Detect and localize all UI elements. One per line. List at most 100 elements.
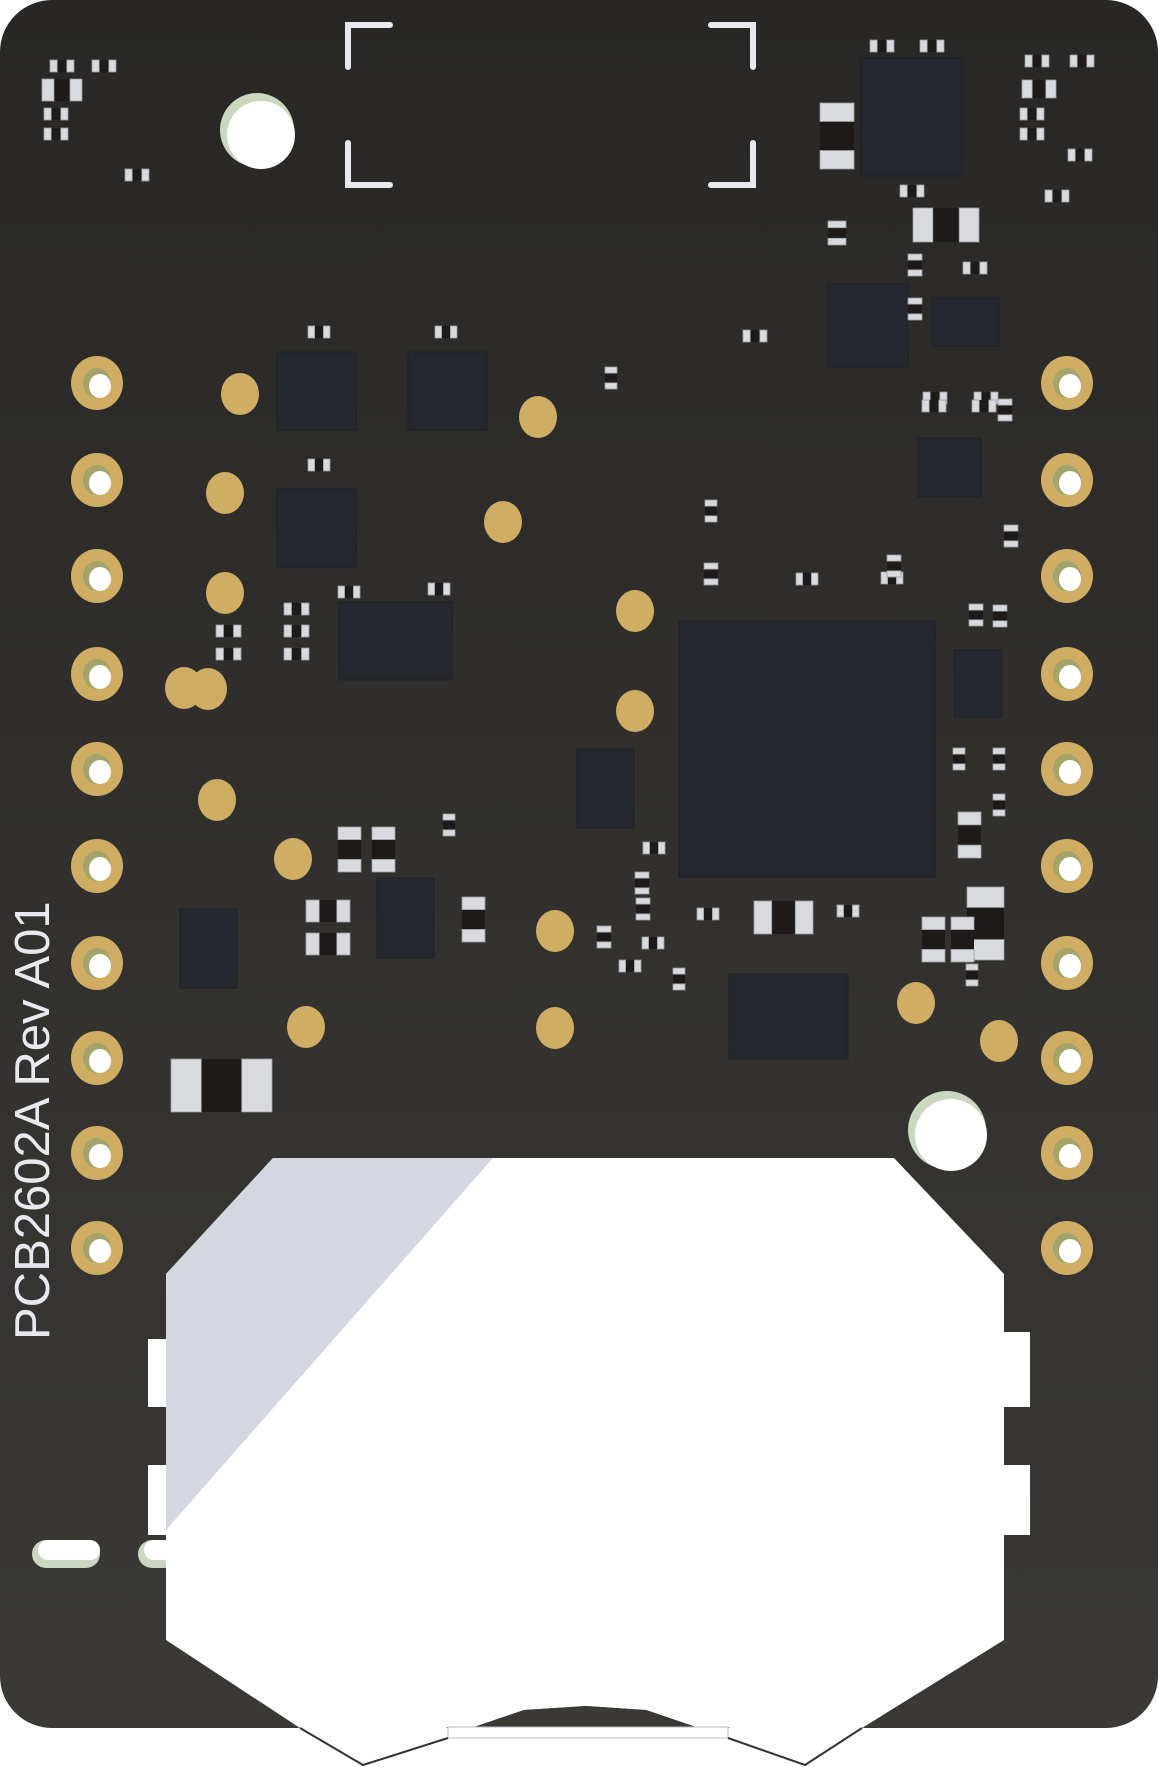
smd-component <box>836 904 860 918</box>
header-pin <box>71 1031 123 1085</box>
shield-reflection <box>166 1158 493 1530</box>
smd-component <box>968 603 984 627</box>
smd-component <box>962 261 988 275</box>
card-slot <box>447 1726 729 1739</box>
header-pin <box>1041 1126 1093 1180</box>
smd-component <box>283 624 310 638</box>
mounting-hole-opening <box>227 101 295 169</box>
test-pad <box>198 779 236 821</box>
smd-component <box>696 907 720 921</box>
header-pin <box>71 1126 123 1180</box>
test-pad <box>221 373 259 415</box>
smd-component <box>596 925 612 949</box>
smd-component <box>819 102 855 170</box>
header-pin <box>71 1221 123 1275</box>
corner-mark <box>708 140 756 188</box>
smd-component <box>1067 148 1093 162</box>
test-pad <box>189 668 227 710</box>
smd-component <box>992 747 1006 771</box>
smd-component <box>753 900 814 935</box>
smd-component <box>997 398 1013 422</box>
smd-component <box>307 325 331 339</box>
test-pad <box>206 472 244 514</box>
test-pad <box>980 1020 1018 1062</box>
ic-chip <box>678 620 936 878</box>
ic-chip <box>728 973 849 1060</box>
ic-chip <box>860 57 963 177</box>
corner-mark <box>345 140 393 188</box>
corner-mark <box>345 22 393 70</box>
smd-component <box>952 747 966 771</box>
smd-component <box>635 897 651 921</box>
header-pin <box>1041 647 1093 701</box>
smd-component <box>642 841 666 855</box>
ic-chip <box>179 908 238 989</box>
smd-component <box>170 1058 273 1113</box>
smd-component <box>215 647 242 661</box>
ic-packages <box>179 57 1003 1060</box>
smd-component <box>427 582 451 596</box>
ic-chip <box>407 351 488 431</box>
smd-component <box>371 826 396 873</box>
sd-card-holder <box>148 1158 1030 1767</box>
header-pin <box>1041 839 1093 893</box>
header-pin <box>71 453 123 507</box>
header-pin <box>71 742 123 796</box>
oval-slot-opening <box>38 1540 100 1560</box>
smd-component <box>461 896 486 943</box>
test-pad <box>484 501 522 543</box>
ic-chip <box>576 748 635 829</box>
test-pad <box>274 838 312 880</box>
header-pin <box>71 356 123 410</box>
header-pin <box>1041 453 1093 507</box>
smd-component <box>921 916 946 963</box>
smd-component <box>1044 189 1070 203</box>
smd-component <box>634 871 650 895</box>
smd-component <box>434 325 458 339</box>
smd-component <box>907 297 923 321</box>
header-pin <box>71 936 123 990</box>
smd-component <box>1019 107 1045 121</box>
board-label: PCB2602A Rev A01 <box>6 901 60 1340</box>
header-pin <box>1041 1031 1093 1085</box>
test-pads <box>165 373 1018 1062</box>
test-pad <box>536 1007 574 1049</box>
smd-component <box>305 899 351 923</box>
smd-component <box>992 604 1008 628</box>
header-pin <box>1041 936 1093 990</box>
smd-component <box>827 220 847 246</box>
smd-component <box>704 499 718 523</box>
smd-component <box>886 554 902 578</box>
smd-component <box>283 602 310 616</box>
smd-component <box>971 399 997 413</box>
smd-component <box>921 399 947 413</box>
ic-chip <box>338 601 453 681</box>
smd-component <box>307 458 331 472</box>
smd-component <box>1069 54 1095 68</box>
test-pad <box>616 590 654 632</box>
mounting-hole-opening <box>915 1099 987 1171</box>
smd-component <box>899 184 925 198</box>
header-pin <box>71 549 123 603</box>
smd-component <box>965 963 979 987</box>
smd-component <box>41 78 83 102</box>
ic-chip <box>931 297 1000 347</box>
smd-component <box>442 813 456 837</box>
test-pad <box>536 910 574 952</box>
smd-component <box>215 624 242 638</box>
smd-component <box>1003 524 1019 548</box>
corner-mark <box>708 22 756 70</box>
smd-component <box>49 59 75 73</box>
smd-passives <box>41 39 1095 1113</box>
smd-component <box>337 826 362 873</box>
test-pad <box>287 1006 325 1048</box>
smd-component <box>283 647 310 661</box>
smd-component <box>869 39 895 53</box>
ic-chip <box>376 877 435 959</box>
smd-component <box>672 967 686 991</box>
smd-component <box>919 39 945 53</box>
smd-component <box>795 572 819 586</box>
smd-component <box>992 793 1006 817</box>
header-pins <box>71 356 1093 1275</box>
